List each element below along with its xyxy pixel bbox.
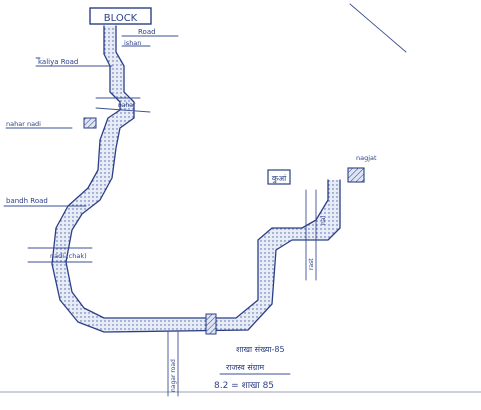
block-box bbox=[89, 7, 152, 25]
nadi-label: nadi (chak) bbox=[50, 252, 87, 260]
canal-channel-outline-left bbox=[51, 25, 341, 333]
left-mid-label: nahar nadi bbox=[6, 120, 41, 128]
left-road-label: kaliya Road bbox=[38, 58, 78, 66]
block-label: BLOCK bbox=[104, 13, 138, 24]
right-vertical-label-1: rast bbox=[308, 258, 315, 270]
right-top-label: nagjat bbox=[356, 154, 377, 162]
ishan-label: ishan bbox=[124, 39, 141, 47]
caption-line-1: शाखा संख्या-85 bbox=[236, 345, 285, 354]
paper-fold-line bbox=[349, 3, 407, 53]
structure-hatched-box bbox=[83, 117, 97, 129]
kuan-box bbox=[267, 169, 291, 185]
crossing-line-2 bbox=[95, 107, 151, 113]
caption-line-2: राजस्व संग्राम bbox=[226, 363, 264, 372]
road-label-top: Road bbox=[138, 28, 156, 36]
bottom-structure bbox=[205, 313, 217, 335]
canal-channel-outline-right bbox=[65, 25, 329, 319]
nahar-label: nahar bbox=[118, 102, 136, 109]
bottom-vertical-label: nagar road bbox=[170, 359, 177, 392]
canal-channel-fill bbox=[52, 26, 340, 332]
kuan-label: कुआं bbox=[272, 174, 287, 184]
caption-line-3: 8.2 = शाखा 85 bbox=[214, 381, 274, 391]
right-top-structure bbox=[347, 167, 365, 183]
right-vertical-label-2: nal bbox=[320, 216, 327, 225]
west-road-label: bandh Road bbox=[6, 197, 48, 205]
